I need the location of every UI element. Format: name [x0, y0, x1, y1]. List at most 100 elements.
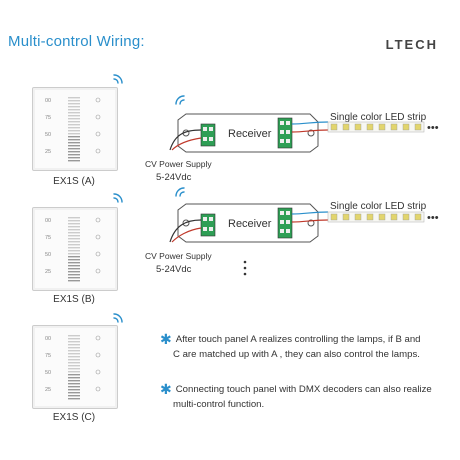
note-1: ✱After touch panel A realizes controllin…: [160, 330, 421, 362]
panel-button-icon: [95, 251, 101, 257]
slider-segment: [68, 335, 80, 337]
slider-segment: [68, 115, 80, 117]
wifi-signal-icon: [113, 313, 123, 323]
slider-segment: [68, 151, 80, 153]
slider-segment: [68, 250, 80, 252]
slider-segment: [68, 359, 80, 361]
slider-segment: [68, 371, 80, 373]
panel-button-icon: [95, 386, 101, 392]
note-1-line1: After touch panel A realizes controlling…: [175, 334, 421, 345]
slider-segment: [68, 262, 80, 264]
slider-segment: [68, 341, 80, 343]
panel-label-b: EX1S (B): [53, 294, 95, 305]
wifi-signal-icon: [175, 187, 185, 197]
slider-segment: [68, 277, 80, 279]
slider-segment: [68, 280, 80, 282]
panel-scale-label: 00: [45, 98, 51, 104]
receiver-2: Receiver: [177, 203, 319, 243]
panel-button-icon: [95, 148, 101, 154]
strip-label-2: Single color LED strip: [330, 201, 427, 212]
slider-segment: [68, 268, 80, 270]
slider-segment: [68, 217, 80, 219]
slider-segment: [68, 374, 80, 376]
slider-segment: [68, 157, 80, 159]
slider-segment: [68, 232, 80, 234]
slider-segment: [68, 362, 80, 364]
ellipsis-icon: •••: [427, 212, 439, 224]
slider-segment: [68, 106, 80, 108]
slider-segment: [68, 271, 80, 273]
slider-segment: [68, 356, 80, 358]
slider-segment: [68, 223, 80, 225]
slider-segment: [68, 142, 80, 144]
slider-segment: [68, 220, 80, 222]
wifi-signal-icon: [113, 193, 123, 203]
slider-segment: [68, 109, 80, 111]
brand-logo: LTECH: [385, 37, 438, 52]
slider-segment: [68, 274, 80, 276]
page-title: Multi-control Wiring:: [8, 33, 145, 50]
receiver-label: Receiver: [228, 128, 272, 140]
slider-segment: [68, 241, 80, 243]
slider-segment: [68, 377, 80, 379]
star-bullet-icon: ✱: [160, 381, 172, 397]
slider-segment: [68, 368, 80, 370]
voltage-label-1: 5-24Vdc: [156, 172, 192, 183]
note-2-line2: multi-control function.: [173, 398, 265, 410]
panel-scale-label: 25: [45, 269, 51, 275]
wifi-signal-icon: [175, 95, 185, 105]
slider-segment: [68, 398, 80, 400]
slider-segment: [68, 133, 80, 135]
led-strip-2: •••: [327, 211, 439, 224]
power-label-1: CV Power Supply: [145, 159, 212, 169]
voltage-label-2: 5-24Vdc: [156, 264, 192, 275]
panel-scale-label: 00: [45, 218, 51, 224]
panel-scale-label: 50: [45, 370, 51, 376]
panel-button-icon: [95, 234, 101, 240]
slider-segment: [68, 256, 80, 258]
panel-label-c: EX1S (C): [52, 412, 96, 423]
slider-segment: [68, 350, 80, 352]
slider-segment: [68, 238, 80, 240]
vertical-ellipsis-icon: [243, 260, 247, 276]
strip-label-1: Single color LED strip: [330, 112, 427, 123]
panel-label-a: EX1S (A): [53, 176, 95, 187]
slider-segment: [68, 235, 80, 237]
slider-segment: [68, 112, 80, 114]
slider-segment: [68, 226, 80, 228]
panel-scale-label: 25: [45, 387, 51, 393]
led-strip-1: •••: [327, 121, 439, 134]
panel-button-icon: [95, 114, 101, 120]
slider-segment: [68, 244, 80, 246]
slider-segment: [68, 386, 80, 388]
power-label-2: CV Power Supply: [145, 251, 212, 261]
slider-segment: [68, 160, 80, 162]
slider-segment: [68, 148, 80, 150]
note-2-line1: Connecting touch panel with DMX decoders…: [175, 384, 432, 395]
star-bullet-icon: ✱: [160, 331, 172, 347]
slider-segment: [68, 130, 80, 132]
slider-segment: [68, 347, 80, 349]
slider-segment: [68, 383, 80, 385]
slider-segment: [68, 338, 80, 340]
panel-scale-label: 50: [45, 132, 51, 138]
ellipsis-icon: •••: [427, 122, 439, 134]
receiver-1: Receiver: [177, 113, 319, 153]
slider-segment: [68, 118, 80, 120]
slider-segment: [68, 145, 80, 147]
receiver-label: Receiver: [228, 218, 272, 230]
slider-segment: [68, 229, 80, 231]
slider-segment: [68, 97, 80, 99]
slider-segment: [68, 154, 80, 156]
panel-button-icon: [95, 352, 101, 358]
slider-segment: [68, 253, 80, 255]
slider-segment: [68, 247, 80, 249]
panel-button-icon: [95, 268, 101, 274]
slider-segment: [68, 121, 80, 123]
panel-button-icon: [95, 369, 101, 375]
slider-segment: [68, 259, 80, 261]
slider-segment: [68, 100, 80, 102]
slider-segment: [68, 265, 80, 267]
